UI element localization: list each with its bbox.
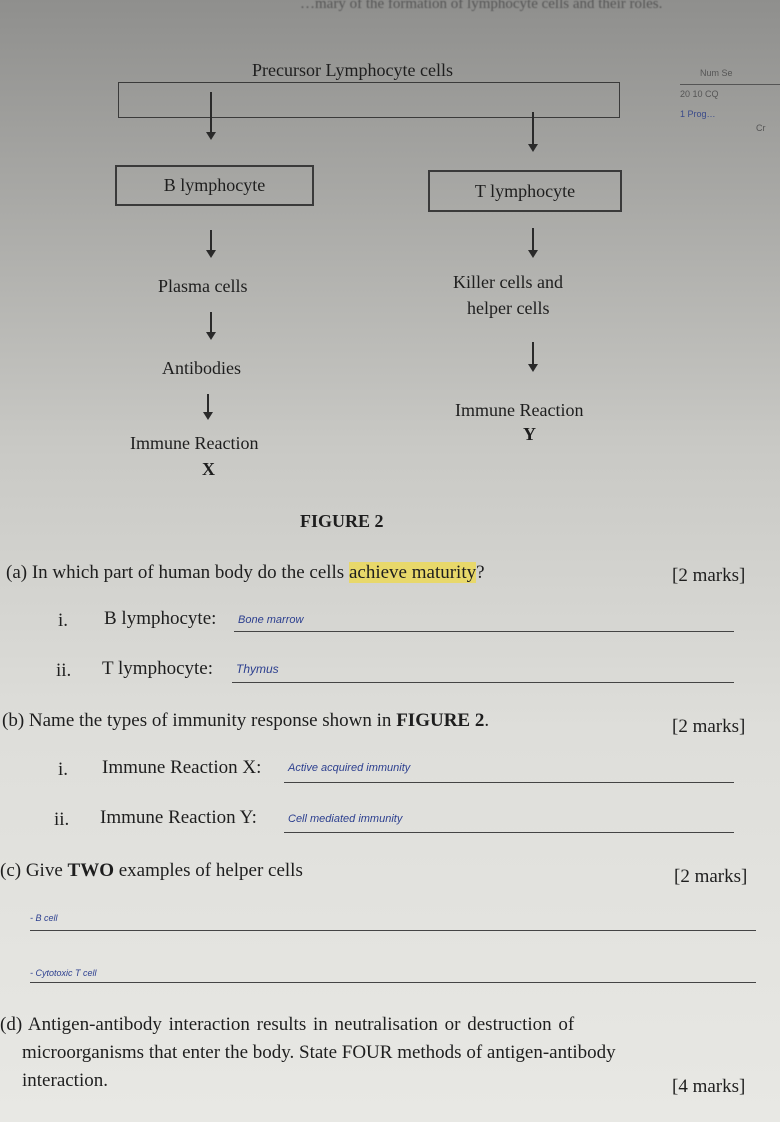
margin-notes: Num Se 20 10 CQ 1 Prog… Cr [680,68,780,133]
qa-ii-label: ii. [56,660,72,681]
question-text: (a) In which part of human body do the c… [6,562,349,583]
figure-caption: FIGURE 2 [300,511,384,531]
marks-c: [2 marks] [674,866,748,887]
qb-i-text: Immune Reaction X: [102,757,262,778]
answer-reaction-x[interactable]: Active acquired immunity [288,762,411,774]
qa-ii-text: T lymphocyte: [102,658,213,679]
question-d-line1: (d) Antigen-antibody interaction results… [0,1014,575,1035]
answer-helper-cell-1[interactable]: - B cell [30,913,58,923]
marks-b: [2 marks] [672,716,746,737]
immune-reaction-x-label: Immune Reaction [130,433,259,453]
margin-note: Cr [756,123,766,133]
marks-a: [2 marks] [672,565,746,586]
answer-line [234,631,734,632]
answer-line [284,782,734,783]
antibodies-label: Antibodies [162,358,241,378]
question-text: . [484,710,490,731]
highlighted-text: achieve maturity [348,562,477,583]
question-text: examples of helper cells [113,860,303,881]
arrow [206,312,216,340]
qa-i-text: B lymphocyte: [104,608,217,629]
arrow [206,230,216,258]
question-c: (c) Give TWO examples of helper cells [0,860,303,882]
answer-helper-cell-2[interactable]: - Cytotoxic T cell [30,968,97,978]
y-label: Y [523,424,536,444]
qb-i-label: i. [58,759,69,780]
question-text: ? [476,562,485,583]
question-text: (b) Name the types of immunity response … [2,710,397,731]
helper-cells-label: helper cells [467,298,550,318]
precursor-label: Precursor Lymphocyte cells [252,60,453,80]
qb-ii-text: Immune Reaction Y: [100,807,257,828]
plasma-cells-label: Plasma cells [158,276,248,296]
answer-reaction-y[interactable]: Cell mediated immunity [288,813,403,825]
answer-line [30,982,756,983]
arrow [528,342,538,372]
intro-text: …mary of the formation of lymphocyte cel… [300,0,663,12]
b-lymphocyte-box: B lymphocyte [115,165,314,206]
precursor-bracket [118,82,620,118]
margin-note: 20 10 CQ [680,89,719,99]
question-d-line3: interaction. [22,1070,108,1091]
arrow-to-b [206,92,216,140]
bold-text: FIGURE 2 [396,710,485,731]
answer-line [30,930,756,931]
x-label: X [202,459,215,479]
answer-b-lymphocyte[interactable]: Bone marrow [238,614,304,626]
killer-cells-label: Killer cells and [453,272,563,292]
immune-reaction-y-label: Immune Reaction [455,400,584,420]
bold-text: TWO [67,860,114,881]
arrow-to-t [528,112,538,152]
question-d-line2: microorganisms that enter the body. Stat… [22,1042,616,1063]
question-text: (c) Give [0,860,68,881]
margin-note: Num Se [700,68,733,78]
question-b: (b) Name the types of immunity response … [2,710,489,732]
answer-line [232,682,734,683]
arrow [203,394,213,420]
answer-t-lymphocyte[interactable]: Thymus [236,662,279,676]
margin-note: 1 Prog… [680,109,716,119]
qa-i-label: i. [58,610,69,631]
question-a: (a) In which part of human body do the c… [6,562,485,584]
marks-d: [4 marks] [672,1076,746,1097]
qb-ii-label: ii. [54,809,70,830]
answer-line [284,832,734,833]
t-lymphocyte-box: T lymphocyte [428,170,622,212]
arrow [528,228,538,258]
